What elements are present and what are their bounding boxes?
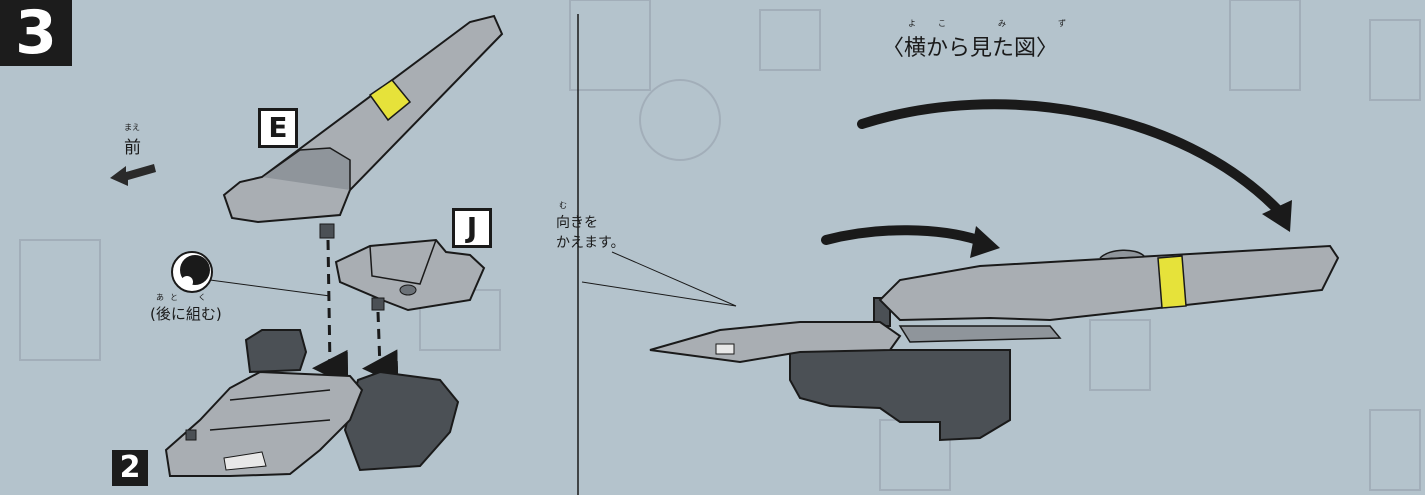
background-print-through <box>19 0 1421 491</box>
part-j <box>334 238 486 312</box>
curved-arrow-lower-head <box>970 226 1000 258</box>
part-e-label: E <box>258 108 298 148</box>
turn-note-line2: かえます。 <box>556 235 625 251</box>
step2-assembly <box>164 329 460 477</box>
curved-arrow-upper <box>857 99 1283 215</box>
assemble-later-ruby: あと く <box>156 293 212 302</box>
assemble-later-label: (後に組む) <box>150 305 222 323</box>
turn-note-leader <box>611 251 737 307</box>
part-e-wing <box>222 14 504 239</box>
previous-step-badge: 2 <box>112 450 148 486</box>
curved-arrow-lower <box>821 225 983 245</box>
side-view-title: 〈横から見た図〉 <box>882 36 1059 61</box>
front-ruby: まえ <box>124 123 140 132</box>
side-view-title-ruby: よこ み ず <box>908 19 1088 28</box>
front-arrow-icon <box>110 164 156 186</box>
curved-arrow-upper-head <box>1262 200 1292 232</box>
front-label: 前 <box>124 138 141 158</box>
step-number-badge: 3 <box>0 0 72 66</box>
guide-arrow-e <box>312 239 349 386</box>
side-view-assembly <box>649 244 1340 442</box>
guide-arrow-j <box>362 311 399 386</box>
turn-note-line1: 向きを <box>556 215 598 231</box>
part-j-label: J <box>452 208 492 248</box>
turn-note-ruby: む <box>559 201 567 210</box>
later-assembly-callout <box>171 251 331 297</box>
